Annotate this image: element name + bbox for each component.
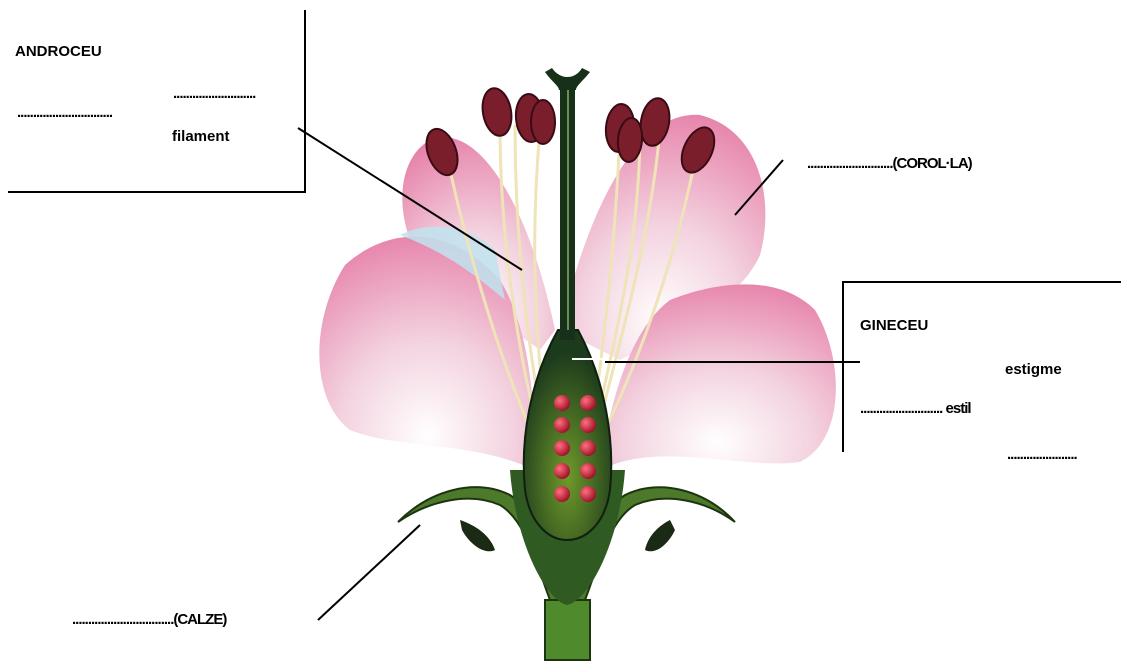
ovule xyxy=(580,417,596,433)
ovule xyxy=(554,440,570,456)
ovari-blank: ...................... xyxy=(1007,447,1077,462)
corolla-label: ...........................(COROL·LA) xyxy=(807,156,972,171)
gineceu-label: GINECEU xyxy=(860,318,928,333)
ovule xyxy=(580,440,596,456)
ovary xyxy=(524,330,611,540)
ovule xyxy=(580,486,596,502)
ovule xyxy=(580,395,596,411)
androceu-blank-1: .............................. xyxy=(17,105,112,120)
gineceu-box xyxy=(843,282,1121,452)
sepal-shadow-right xyxy=(645,520,675,551)
filament-label: filament xyxy=(172,129,230,144)
estigme-label: estigme xyxy=(1005,362,1062,377)
anther xyxy=(531,100,555,144)
ovule xyxy=(554,463,570,479)
androceu-box xyxy=(8,10,305,192)
ovule xyxy=(580,463,596,479)
ovule xyxy=(554,417,570,433)
estil-label: .......................... estil xyxy=(860,401,971,416)
sepal-shadow-left xyxy=(460,520,495,551)
stalk xyxy=(545,600,590,660)
anther xyxy=(479,86,515,138)
calze-label: ................................(CALZE) xyxy=(72,612,226,627)
ovule xyxy=(554,486,570,502)
ovule xyxy=(554,395,570,411)
stigma xyxy=(545,68,590,90)
androceu-blank-2: .......................... xyxy=(173,86,255,101)
androceu-label: ANDROCEU xyxy=(15,44,102,59)
calze-leader xyxy=(318,525,420,620)
